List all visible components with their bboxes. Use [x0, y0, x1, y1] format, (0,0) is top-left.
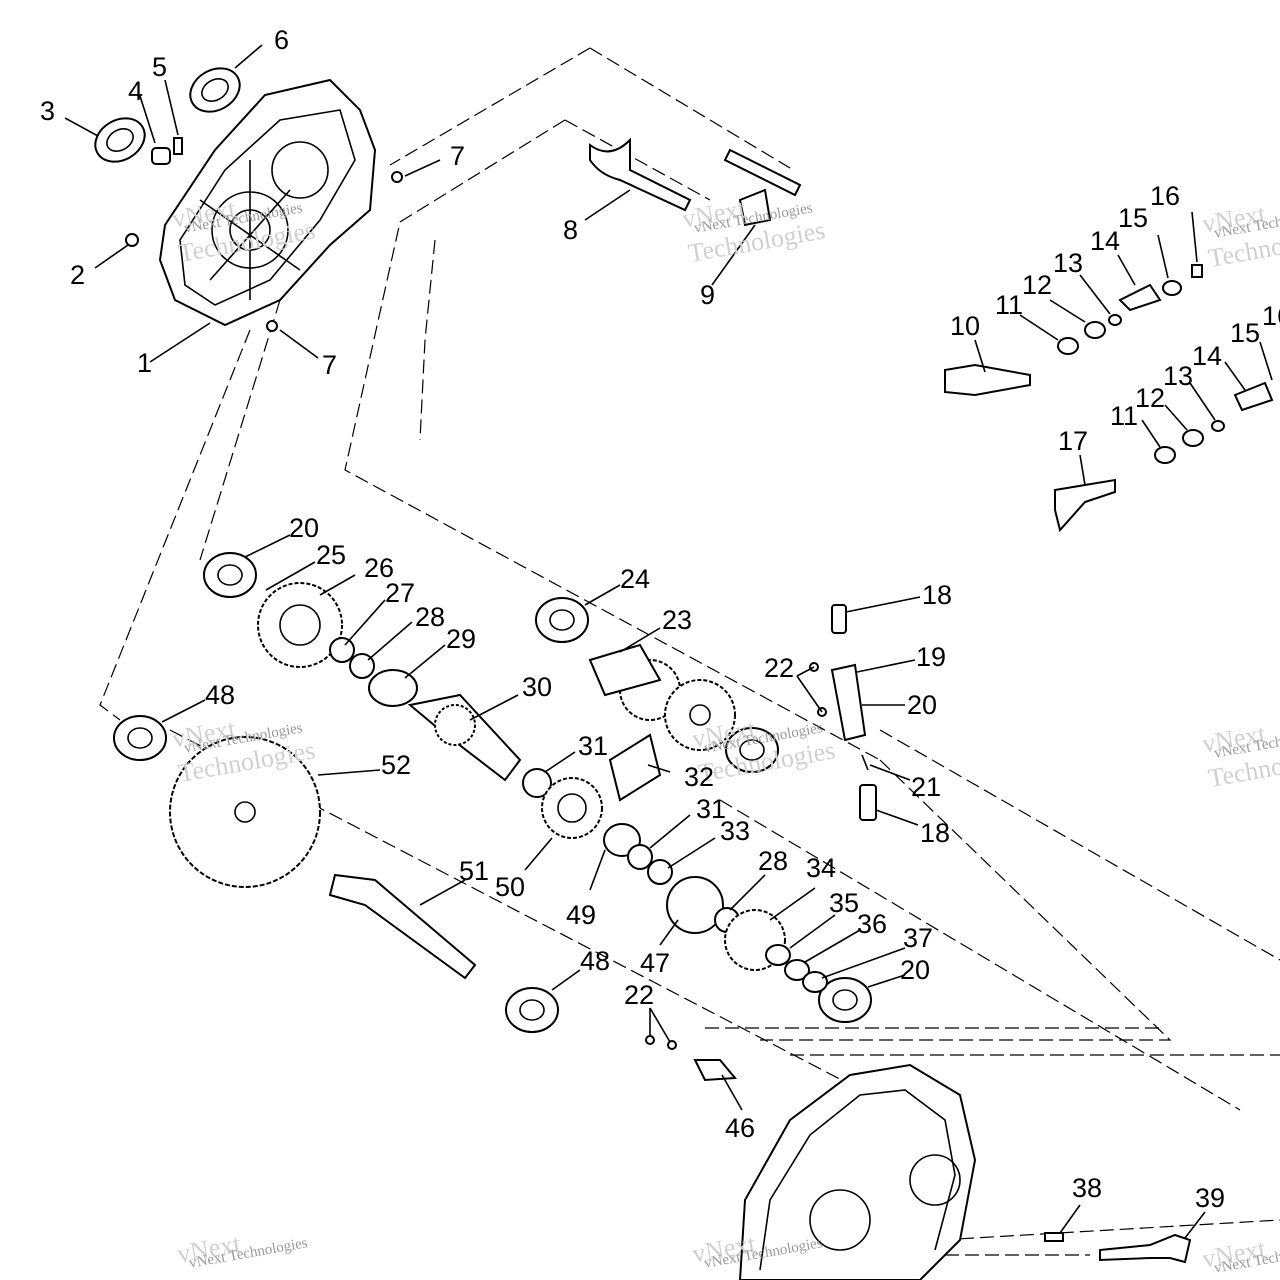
callout-label: 8	[563, 215, 579, 245]
leader-lines	[64, 44, 1273, 1239]
callout-label: 39	[1195, 1183, 1226, 1213]
callout-label: 30	[522, 672, 553, 702]
callout-label: 33	[720, 816, 751, 846]
callout-label: 46	[725, 1113, 756, 1143]
callout-label: 15	[1118, 203, 1149, 233]
callout-label: 13	[1053, 248, 1084, 278]
callout-label: 1	[137, 348, 153, 378]
callout-label: 27	[385, 578, 416, 608]
callout-label: 35	[829, 888, 860, 918]
housing-cover	[158, 78, 377, 327]
callout-label: 20	[907, 690, 938, 720]
callout-label: 36	[857, 909, 888, 939]
callout-label: 49	[566, 900, 597, 930]
callout-label: 5	[152, 52, 168, 82]
callout-label: 47	[640, 948, 671, 978]
shift-shaft-lower	[1054, 381, 1274, 533]
callout-label: 20	[289, 513, 320, 543]
callout-label: 3	[40, 96, 56, 126]
callout-label: 28	[415, 602, 446, 632]
bearings	[113, 552, 872, 1033]
callout-label: 48	[580, 946, 611, 976]
callout-label: 26	[364, 553, 395, 583]
callout-label: 4	[128, 76, 144, 106]
callout-label: 12	[1022, 270, 1053, 300]
callout-label: 7	[450, 141, 466, 171]
callout-label: 51	[459, 856, 490, 886]
callout-label: 2	[70, 260, 86, 290]
callout-label: 15	[1230, 318, 1261, 348]
callout-label: 11	[995, 290, 1024, 320]
callout-label: 31	[578, 731, 609, 761]
callout-label: 14	[1192, 341, 1223, 371]
seals-and-fasteners	[94, 67, 403, 332]
callout-label: 34	[806, 853, 837, 883]
callout-label: 52	[381, 750, 412, 780]
callout-label: 32	[684, 762, 715, 792]
callout-label: 37	[903, 923, 934, 953]
callout-label: 21	[911, 772, 942, 802]
callout-label: 28	[758, 846, 789, 876]
callout-label: 48	[205, 680, 236, 710]
callout-label: 38	[1072, 1173, 1103, 1203]
callout-label: 18	[920, 818, 951, 848]
callout-label: 13	[1163, 361, 1194, 391]
callout-label: 20	[900, 955, 931, 985]
callout-label: 25	[316, 540, 347, 570]
callout-label: 6	[274, 25, 290, 55]
assembly-lines	[99, 47, 1280, 1256]
callout-label: 31	[696, 794, 727, 824]
callout-label: 16	[1150, 181, 1181, 211]
switch-assembly	[809, 604, 877, 821]
callout-label: 24	[620, 564, 651, 594]
large-gear	[169, 736, 321, 888]
callout-label: 22	[764, 653, 795, 683]
callout-label: 9	[700, 280, 716, 310]
callout-label: 22	[624, 980, 655, 1010]
housing-case	[738, 1063, 977, 1280]
callout-label: 50	[495, 872, 526, 902]
callout-label: 10	[950, 311, 981, 341]
callout-label: 23	[662, 605, 693, 635]
callout-label: 19	[916, 642, 947, 672]
callout-label: 11	[1110, 401, 1139, 431]
callout-label: 7	[322, 350, 338, 380]
callout-label: 17	[1058, 426, 1089, 456]
bracket-46	[645, 1035, 738, 1082]
gears	[257, 582, 828, 993]
shift-fork	[589, 137, 802, 227]
callout-label: 14	[1090, 226, 1121, 256]
callout-label: 29	[446, 624, 477, 654]
shift-shaft-upper	[944, 264, 1203, 397]
output-shaft	[328, 873, 477, 980]
callout-label: 16	[1262, 301, 1280, 331]
callout-label: 12	[1135, 383, 1166, 413]
pin-and-bolt	[1044, 1232, 1192, 1264]
callout-label: 18	[922, 580, 953, 610]
